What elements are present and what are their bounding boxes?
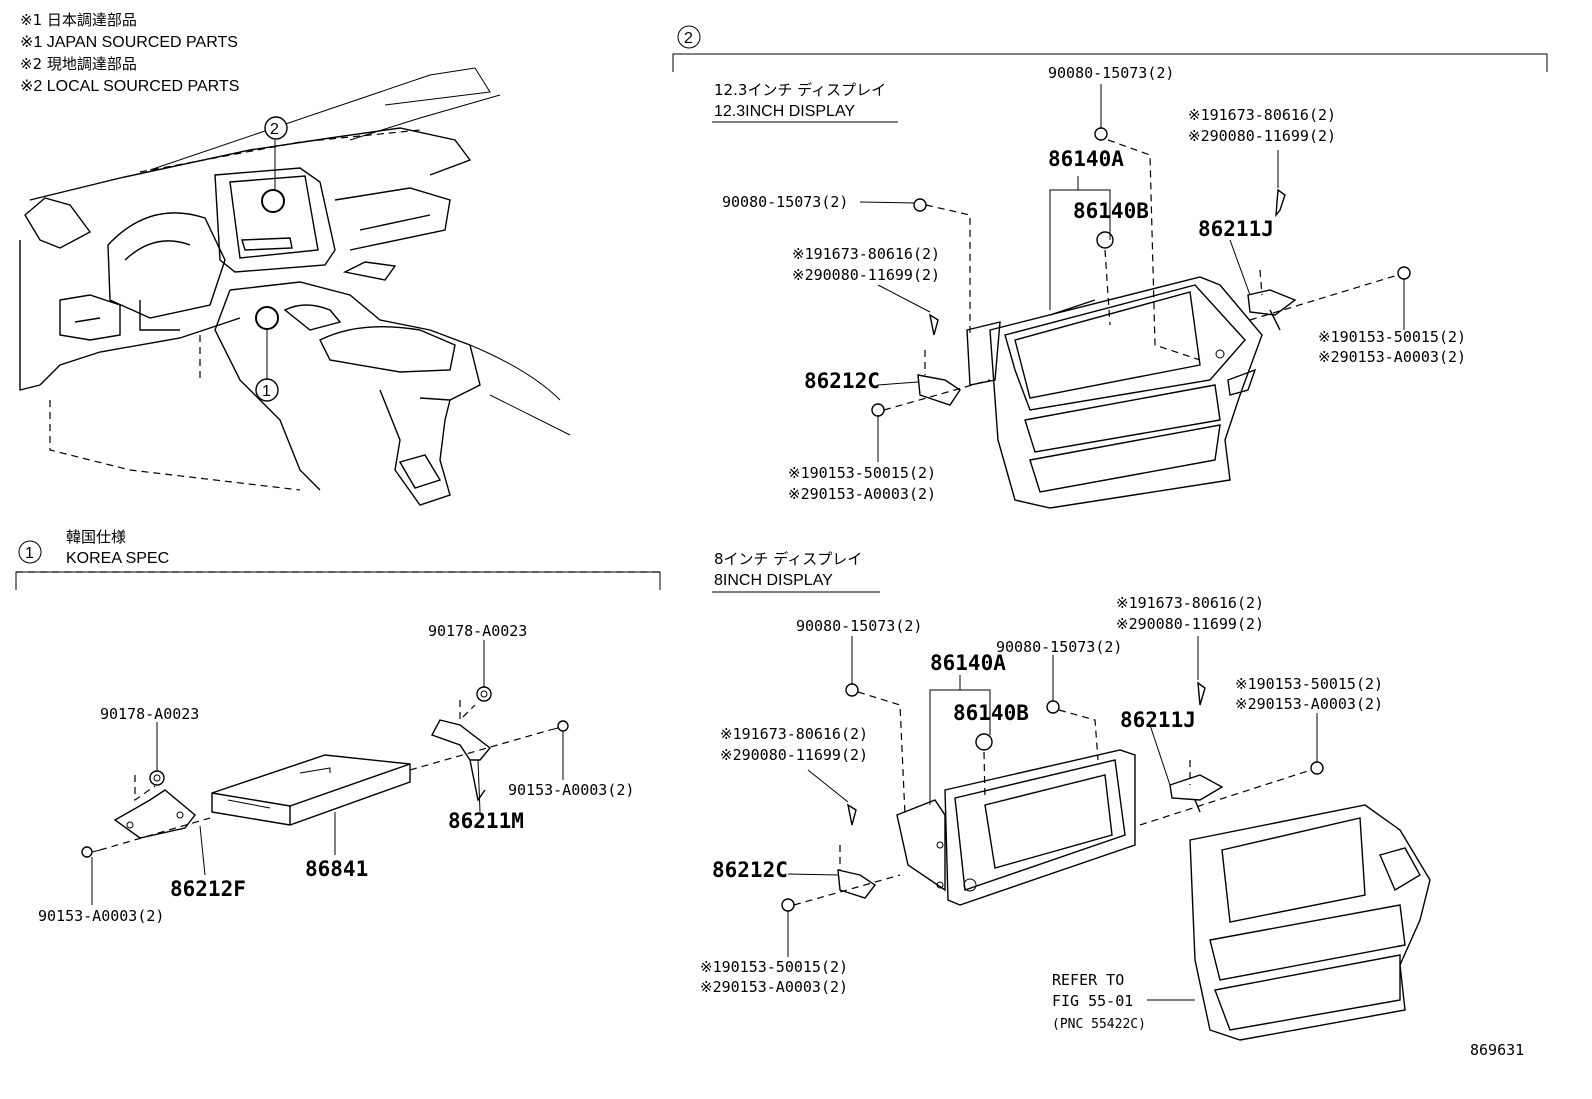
d8-left-bolt-1: ※190153-50015(2) [700,958,848,976]
d12-title-jp: 12.3インチ ディスプレイ [714,81,886,99]
d12-screw-top: 90080-15073(2) [1048,64,1174,82]
d8-right-bolt-2: ※290153-A0003(2) [1235,695,1383,713]
d12-left-screw-1: ※191673-80616(2) [792,245,940,263]
d8-left-screw-2: ※290080-11699(2) [720,746,868,764]
korea-title-jp: 韓国仕様 [66,528,126,546]
legend: ※1 日本調達部品 ※1 JAPAN SOURCED PARTS ※2 現地調達… [20,11,239,95]
d12-left-bolt-1: ※190153-50015(2) [788,464,936,482]
d12-bracket-left: 86212C [804,369,880,393]
korea-spec-section: 1 韓国仕様 KOREA SPEC [15,528,661,925]
display-12-3-section: 12.3インチ ディスプレイ 12.3INCH DISPLAY [712,64,1466,509]
section-1-number: 1 [25,545,34,562]
d8-bracket-right: 86211J [1120,708,1196,732]
figure-number: 869631 [1470,1041,1524,1059]
korea-part-bracket-right: 86211M [448,809,524,833]
d12-right-bolt-1: ※190153-50015(2) [1318,328,1466,346]
section-1-marker [18,540,42,564]
d8-title-en: 8INCH DISPLAY [714,572,833,589]
section-2-marker [677,25,701,49]
korea-part-bracket-left: 86212F [170,877,246,901]
d8-display-a: 86140A [930,651,1006,675]
korea-part-nut-top: 90178-A0023 [428,622,527,640]
korea-part-unit: 86841 [305,857,368,881]
d8-refer-line-3: (PNC 55422C) [1052,1017,1146,1032]
d8-display-b: 86140B [953,701,1029,725]
d8-screw-left: 90080-15073(2) [796,617,922,635]
d12-bracket-right: 86211J [1198,217,1274,241]
legend-line-2: ※1 JAPAN SOURCED PARTS [20,34,238,51]
d8-right-screw-2: ※290080-11699(2) [1116,615,1264,633]
d8-right-screw-1: ※191673-80616(2) [1116,594,1264,612]
d12-left-screw-2: ※290080-11699(2) [792,266,940,284]
section-2-number: 2 [684,30,693,47]
d12-right-screw-1: ※191673-80616(2) [1188,106,1336,124]
d12-right-screw-2: ※290080-11699(2) [1188,127,1336,145]
korea-title-en: KOREA SPEC [66,550,169,567]
d12-display-a: 86140A [1048,147,1124,171]
d12-left-bolt-2: ※290153-A0003(2) [788,485,936,503]
d8-bracket-left: 86212C [712,858,788,882]
d12-title-en: 12.3INCH DISPLAY [714,103,855,120]
callout-2-label: 2 [270,121,279,138]
d8-title-jp: 8インチ ディスプレイ [714,550,862,568]
legend-line-4: ※2 LOCAL SOURCED PARTS [20,78,239,95]
d8-left-screw-1: ※191673-80616(2) [720,725,868,743]
dashboard-overview-illustration: 2 1 [19,67,571,506]
display-section-header: 2 [672,25,1548,72]
legend-line-3: ※2 現地調達部品 [20,55,137,73]
legend-line-1: ※1 日本調達部品 [20,11,137,29]
d8-screw-mid: 90080-15073(2) [996,638,1122,656]
d8-refer-line-1: REFER TO [1052,971,1124,989]
d12-right-bolt-2: ※290153-A0003(2) [1318,348,1466,366]
display-8-section: 8インチ ディスプレイ 8INCH DISPLAY [700,550,1431,1041]
d12-screw-left: 90080-15073(2) [722,193,848,211]
d12-display-b: 86140B [1073,199,1149,223]
korea-part-nut-left: 90178-A0023 [100,705,199,723]
d8-refer-line-2: FIG 55-01 [1052,992,1133,1010]
d8-left-bolt-2: ※290153-A0003(2) [700,978,848,996]
d8-right-bolt-1: ※190153-50015(2) [1235,675,1383,693]
callout-1-label: 1 [262,383,271,400]
korea-part-bolt-right: 90153-A0003(2) [508,781,634,799]
korea-part-bolt-left: 90153-A0003(2) [38,907,164,925]
